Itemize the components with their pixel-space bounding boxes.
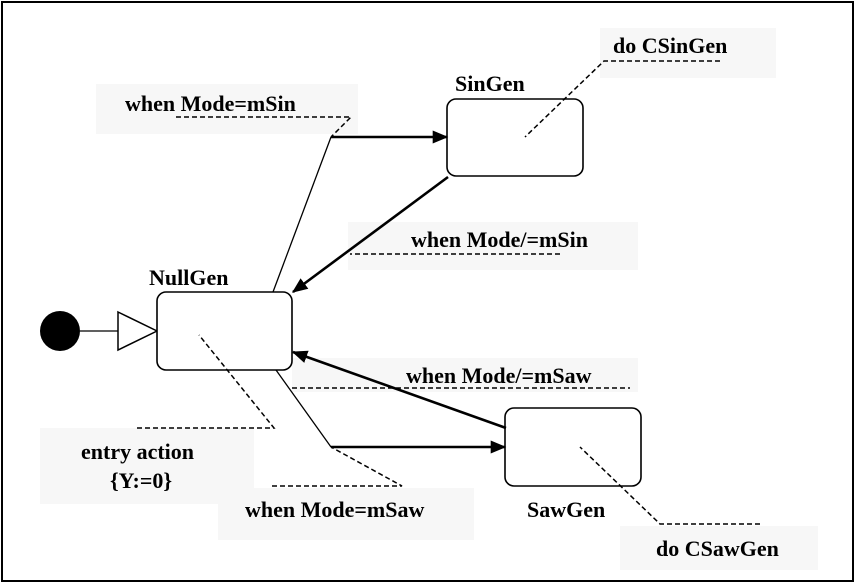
saw-activity-note: do CSawGen <box>656 536 779 561</box>
leader-sin-activity <box>524 60 720 138</box>
state-nullgen-name: NullGen <box>149 265 228 290</box>
state-singen[interactable] <box>446 98 584 177</box>
transition-to-saw-segment <box>275 369 332 448</box>
label-bg-from-saw <box>292 358 638 392</box>
label-bg-from-sin <box>348 222 638 270</box>
sin-activity-note: do CSinGen <box>613 33 727 58</box>
transition-to-sin-segment <box>272 136 332 293</box>
transition-from-sin-label: when Mode/=mSin <box>411 227 588 252</box>
label-bg-to-saw <box>218 488 474 540</box>
leader-to-sin <box>176 116 353 138</box>
entry-action-note-line1: entry action <box>81 439 194 464</box>
state-sawgen-name: SawGen <box>527 497 605 522</box>
label-bg-sin-activity <box>600 28 776 78</box>
initial-state-dot <box>40 311 80 351</box>
label-bg-saw-activity <box>620 526 818 570</box>
initial-transition-arrowhead <box>117 310 159 352</box>
transition-to-saw-label: when Mode=mSaw <box>245 497 424 522</box>
transition-from-saw-arrow[interactable] <box>291 350 507 430</box>
entry-action-note-line2: {Y:=0} <box>110 468 172 493</box>
leader-to-saw <box>272 446 403 487</box>
leader-saw-activity <box>579 446 760 525</box>
leader-entry <box>137 334 276 429</box>
state-nullgen[interactable] <box>156 291 293 371</box>
transition-from-sin-arrow[interactable] <box>291 175 449 294</box>
transition-from-saw-label: when Mode/=mSaw <box>406 363 592 388</box>
transition-to-sin-label: when Mode=mSin <box>125 91 296 116</box>
state-singen-name: SinGen <box>455 71 525 96</box>
state-sawgen[interactable] <box>504 407 642 487</box>
label-bg-to-sin <box>96 84 358 134</box>
